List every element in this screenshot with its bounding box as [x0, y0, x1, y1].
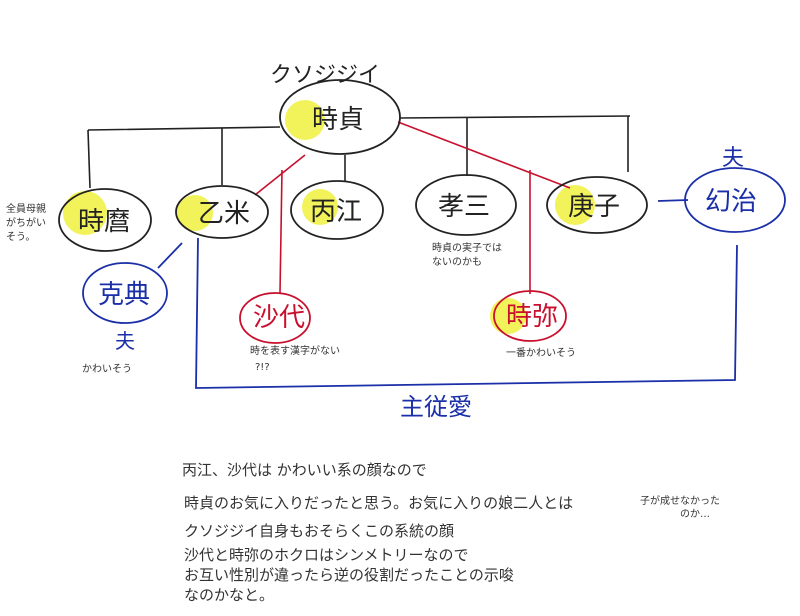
note-tokimaro-3: そう。: [6, 231, 35, 243]
red-lines: [254, 121, 571, 294]
highlight-tokiya: [490, 298, 526, 334]
blue-lines: [157, 199, 738, 389]
memo-line-6: なのかなと。: [184, 586, 274, 604]
katsunori-role-label: 夫: [115, 329, 135, 353]
sibling-bar: [87, 115, 631, 131]
node-hinoe: 丙江: [310, 197, 362, 227]
blue-line-katsunori: [157, 242, 183, 269]
red-line-saya: [279, 169, 283, 294]
node-ellipses: [58, 79, 786, 344]
node-saya: 沙代: [253, 303, 305, 333]
node-otome: 乙米: [198, 199, 250, 229]
tree-lines: [87, 115, 631, 189]
red-line-kinoeko: [397, 121, 571, 189]
note-kozo-2: ないのかも: [432, 256, 482, 268]
node-tokimaro: 時麿: [78, 207, 130, 237]
memo-aside-2: のか…: [680, 508, 710, 520]
highlight-otome: [177, 195, 213, 231]
blue-line-genji: [657, 199, 689, 202]
note-tokiya: 一番かわいそう: [506, 347, 576, 359]
highlight-tokimaro: [63, 191, 107, 235]
highlights: [63, 100, 595, 334]
genji-role-label: 夫: [722, 146, 744, 171]
memo-line-3: クソジジイ自身もおそらくこの系統の顔: [184, 522, 454, 540]
memo-aside-1: 子が成せなかった: [640, 494, 720, 507]
note-kozo-1: 時貞の実子では: [432, 241, 502, 254]
note-tokimaro-1: 全員母親: [6, 202, 46, 215]
red-line-otome: [254, 154, 306, 196]
node-katsunori: 克典: [98, 280, 150, 310]
note-tokimaro-2: がちがい: [6, 216, 46, 229]
node-genji: 幻治: [705, 187, 757, 217]
note-saya-2: ?!?: [255, 362, 270, 373]
memo-line-1: 丙江、沙代は かわいい系の顔なので: [182, 461, 427, 479]
note-saya-1: 時を表す漢字がない: [250, 344, 340, 357]
memo-line-2: 時貞のお気に入りだったと思う。お気に入りの娘二人とは: [184, 494, 573, 512]
node-tokiya: 時弥: [506, 302, 558, 332]
node-tokisada: 時貞: [312, 105, 364, 135]
line-tokimaro: [87, 129, 91, 189]
note-katsunori: かわいそう: [82, 363, 132, 375]
blue-line-bond: [195, 237, 738, 389]
highlight-hinoe: [302, 189, 338, 225]
node-kinoeko: 庚子: [568, 192, 620, 222]
highlight-kinoeko: [555, 185, 595, 225]
memo-line-5: お互い性別が違ったら逆の役割だったことの示唆: [184, 566, 514, 584]
node-kozo: 孝三: [438, 192, 490, 222]
memo-line-4: 沙代と時弥のホクロはシンメトリーなので: [184, 546, 469, 564]
highlight-tokisada: [285, 100, 325, 140]
title-label: クソジジイ: [270, 63, 380, 88]
bond-label: 主従愛: [400, 393, 472, 421]
